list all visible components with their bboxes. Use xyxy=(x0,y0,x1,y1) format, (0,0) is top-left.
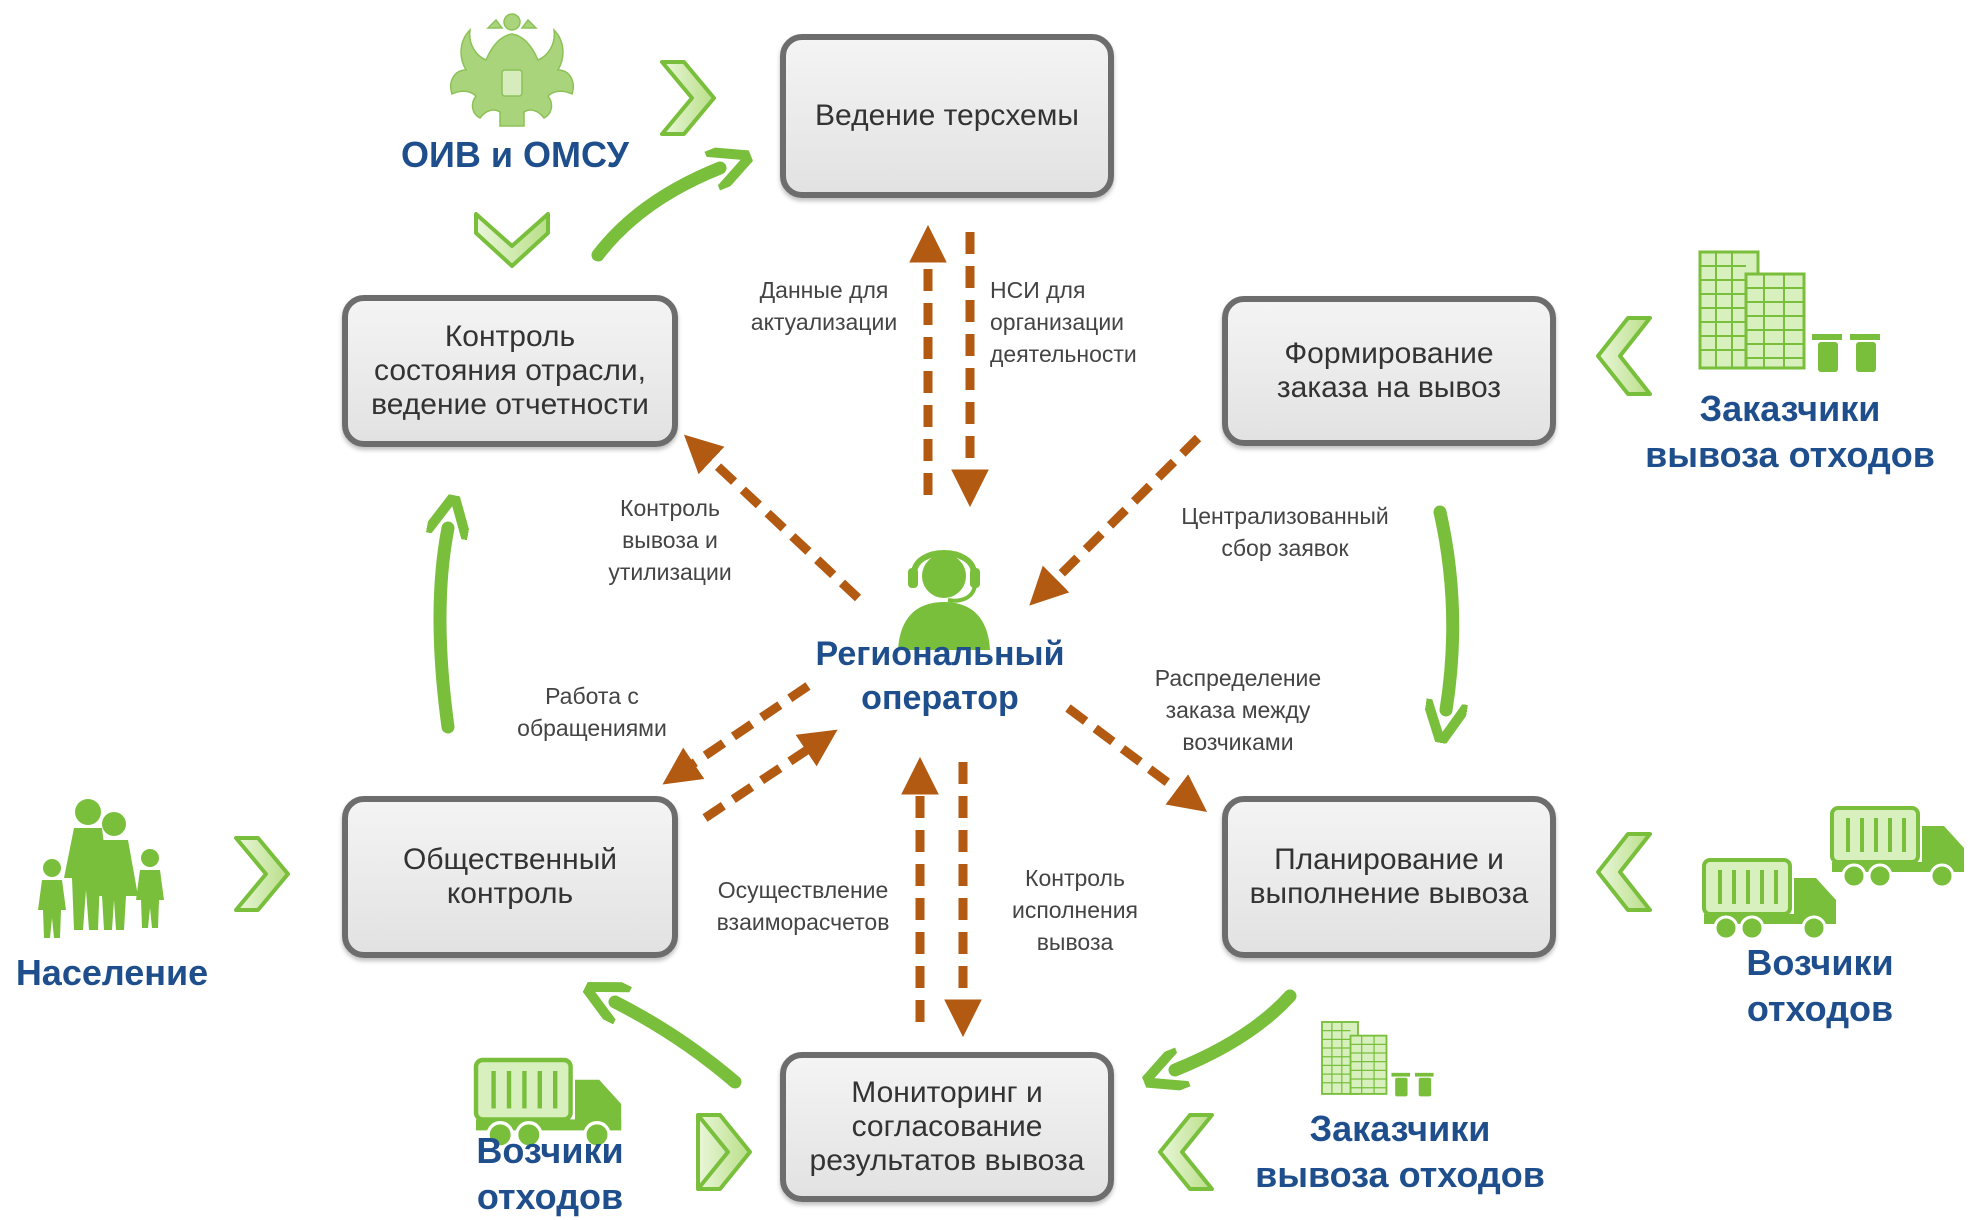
garbage-truck-icon xyxy=(473,1057,622,1149)
arrow-monitoring-to-public xyxy=(615,1002,742,1089)
chevron-right-icon xyxy=(234,836,290,912)
chevron-right-icon xyxy=(696,1113,752,1191)
label-distribution: Распределение заказа между возчиками xyxy=(1154,665,1322,755)
arrow-control-removal xyxy=(683,434,862,602)
actor-carriers-bottom: Возчики отходов xyxy=(476,1130,624,1217)
garbage-truck-icon xyxy=(1702,858,1836,941)
arrow-public-to-control xyxy=(440,528,448,734)
arrow-planning-to-monitoring xyxy=(1175,989,1297,1070)
chevron-left-icon xyxy=(1158,1113,1214,1191)
label-control-execution: Контроль исполнения вывоза xyxy=(1011,865,1138,955)
chevron-down-icon xyxy=(474,212,550,268)
chevron-left-icon xyxy=(1596,832,1652,912)
arrow-oiv-to-terscheme xyxy=(591,168,720,262)
arrow-appeals xyxy=(662,682,811,785)
chevron-left-icon xyxy=(1596,316,1652,396)
buildings-bins-icon xyxy=(1698,250,1880,372)
box-planning: Планирование и выполнение вывоза xyxy=(1222,796,1556,958)
arrow-order-to-planning xyxy=(1440,505,1453,710)
actor-carriers-right: Возчики отходов xyxy=(1746,942,1894,1029)
label-data-update: Данные для актуализации xyxy=(750,277,898,335)
box-control-industry: Контроль состояния отрасли, ведение отче… xyxy=(342,295,678,447)
box-order-formation: Формирование заказа на вывоз xyxy=(1222,296,1556,446)
brown-arrows xyxy=(662,224,1208,1038)
box-public-control: Общественный контроль xyxy=(342,796,678,958)
arrow-distribution xyxy=(1065,704,1208,813)
box-monitoring: Мониторинг и согласование результатов вы… xyxy=(780,1052,1114,1202)
operator-headset-icon xyxy=(898,550,990,650)
box-terscheme: Ведение терсхемы xyxy=(780,34,1114,198)
family-icon xyxy=(38,799,164,938)
label-centralized: Централизованный сбор заявок xyxy=(1181,503,1389,561)
coat-of-arms-icon xyxy=(450,13,574,127)
actor-oiv: ОИВ и ОМСУ xyxy=(401,134,629,175)
garbage-truck-icon xyxy=(1830,806,1964,889)
arrow-centralized xyxy=(1029,434,1202,606)
buildings-bins-icon xyxy=(1321,1021,1434,1097)
chevrons xyxy=(234,60,1652,1191)
center-label: Региональный оператор xyxy=(815,635,1065,717)
actor-population: Население xyxy=(15,952,209,993)
label-control-removal: Контроль вывоза и утилизации xyxy=(608,495,732,585)
label-appeals: Работа с обращениями xyxy=(517,683,667,741)
actor-customers-right: Заказчики вывоза отходов xyxy=(1645,388,1935,475)
arrow-appeals-back xyxy=(702,729,838,822)
actor-customers-bottom: Заказчики вывоза отходов xyxy=(1255,1108,1545,1195)
green-arrows xyxy=(440,168,1453,1082)
label-settlements: Осуществление взаиморасчетов xyxy=(716,877,890,935)
chevron-right-icon xyxy=(660,60,716,136)
label-nsi: НСИ для организации деятельности xyxy=(990,277,1137,367)
